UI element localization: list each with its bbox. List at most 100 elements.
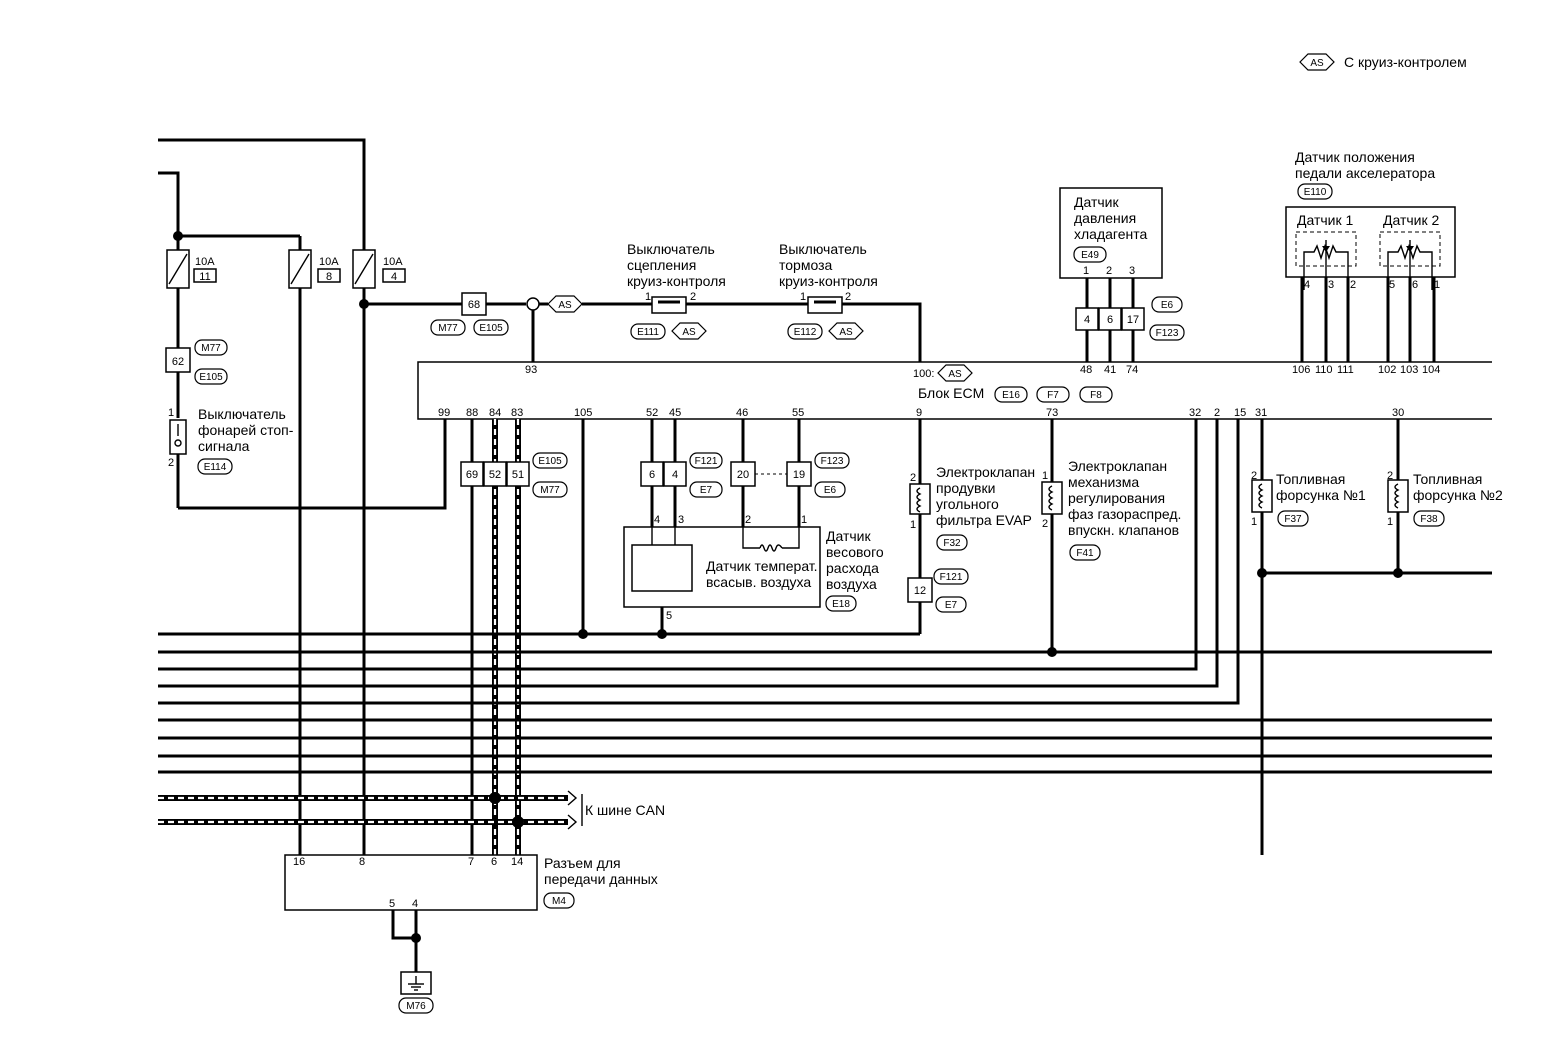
evap-connector: F32: [943, 538, 961, 549]
maf-label-1: Датчик: [826, 528, 871, 544]
mid-tag-m77: M77: [540, 485, 560, 496]
dlc-pin-6: 6: [491, 856, 497, 868]
maf-pin-1: 1: [801, 514, 807, 526]
injector-1: 2 1 Топливная форсунка №1 F37: [1251, 419, 1366, 855]
clutch-switch: Выключатель сцепления круиз-контроля 1 2…: [627, 241, 808, 340]
inj2-connector: F38: [1420, 514, 1438, 525]
refrig-label-3: хладагента: [1074, 226, 1147, 242]
evap-valve: 2 1 12 Электроклапан продувки угольного …: [907, 419, 1035, 634]
maf-term-20: 20: [737, 469, 749, 481]
legend: AS С круиз-контролем: [1299, 53, 1467, 71]
refrig-term-6: 6: [1107, 314, 1113, 326]
ecm-pin-30: 30: [1392, 407, 1404, 419]
clutch-connector: E111: [637, 327, 659, 338]
ecm-pin-15: 15: [1234, 407, 1246, 419]
vvt-pin-2: 2: [1042, 518, 1048, 530]
inj1-label-2: форсунка №1: [1276, 487, 1366, 503]
mid-tag-e105: E105: [538, 456, 562, 467]
maf-pin-5: 5: [666, 610, 672, 622]
maf-inner-2: всасыв. воздуха: [706, 574, 811, 590]
maf-tag-e6: E6: [824, 485, 837, 496]
ecm-pin-105: 105: [574, 407, 592, 419]
maf-tag-f123: F123: [821, 456, 844, 467]
evap-label-1: Электроклапан: [936, 464, 1035, 480]
vvt-label-3: регулирования: [1068, 490, 1165, 506]
junction-tag-e105: E105: [479, 323, 503, 334]
refrigerant-sensor: Датчик давления хладагента E49 1 2 3 4 6…: [1059, 187, 1185, 362]
ecm-top-pin-110: 110: [1315, 364, 1333, 376]
stop-switch-term: 62: [172, 356, 184, 368]
ecm-top-pin-100: 100:: [913, 368, 934, 380]
vvt-label-5: впускн. клапанов: [1068, 522, 1179, 538]
pedal-sub1: Датчик 1: [1297, 212, 1354, 228]
brake-as-tag: AS: [839, 327, 853, 338]
pedal-sub2: Датчик 2: [1383, 212, 1440, 228]
maf-tag-f121: F121: [695, 456, 718, 467]
vvt-label-1: Электроклапан: [1068, 458, 1167, 474]
pedal-label-1: Датчик положения: [1295, 149, 1415, 165]
brake-pin1: 1: [800, 291, 806, 303]
pedal-pin-1: 1: [1434, 279, 1440, 291]
fuse-4-num: 4: [391, 271, 397, 283]
inj2-pin-1: 1: [1387, 516, 1393, 528]
ecm-pin-9: 9: [916, 407, 922, 419]
evap-tag-f121: F121: [940, 572, 963, 583]
refrig-pin3: 3: [1129, 265, 1135, 277]
legend-tag: AS: [1310, 58, 1324, 69]
maf-sensor: 6 4 F121 E7 20 19 F123 E6 4 3 2 1 Датчик…: [581, 419, 884, 634]
evap-label-2: продувки: [936, 480, 995, 496]
vvt-label-4: фаз газораспред.: [1068, 506, 1181, 522]
pedal-pin-6: 6: [1412, 279, 1418, 291]
vvt-pin-1: 1: [1042, 470, 1048, 482]
refrig-connector: E49: [1081, 250, 1099, 261]
clutch-label-3: круиз-контроля: [627, 273, 726, 289]
maf-pin-2: 2: [745, 514, 751, 526]
fuse-11-num: 11: [199, 271, 210, 283]
injector-2: 2 1 Топливная форсунка №2 F38: [1387, 419, 1503, 578]
stop-switch-tag-e105: E105: [199, 372, 223, 383]
power-wires: [158, 138, 526, 855]
evap-term-12: 12: [914, 585, 926, 597]
stop-switch-label-3: сигнала: [198, 438, 250, 454]
brake-switch: Выключатель тормоза круиз-контроля 1 2 E…: [779, 241, 922, 362]
ecm-connector-f7: F7: [1047, 390, 1059, 401]
clutch-label-2: сцепления: [627, 257, 696, 273]
mid-term-69: 69: [466, 469, 478, 481]
ecm-block: 93 100: AS 48 41 74 106 110 111 102 103 …: [417, 361, 1492, 420]
ecm-left-wires: 69 52 51 E105 M77: [460, 419, 568, 855]
stop-switch-label-2: фонарей стоп-: [198, 422, 294, 438]
stop-switch-pin2: 2: [168, 457, 174, 469]
pedal-pin-3: 3: [1328, 279, 1334, 291]
maf-tag-e7: E7: [700, 485, 713, 496]
dlc-pin-7: 7: [468, 856, 474, 868]
ecm-pin-55: 55: [792, 407, 804, 419]
ecm-as-tag: AS: [948, 369, 962, 380]
evap-label-3: угольного: [936, 496, 999, 512]
brake-label-2: тормоза: [779, 257, 833, 273]
fuse-4-rating: 10A: [383, 256, 403, 268]
maf-label-2: весового: [826, 544, 884, 560]
refrig-label-1: Датчик: [1074, 194, 1119, 210]
inj2-label-2: форсунка №2: [1413, 487, 1503, 503]
pedal-label-2: педали акселератора: [1295, 165, 1435, 181]
evap-pin-1: 1: [910, 519, 916, 531]
maf-pin-4: 4: [654, 514, 660, 526]
refrig-tag-f123: F123: [1156, 328, 1179, 339]
ecm-top-pin-106: 106: [1292, 364, 1310, 376]
junction-68-num: 68: [468, 299, 480, 311]
junction-tag-m77: M77: [438, 323, 458, 334]
ecm-top-pin-93: 93: [525, 364, 537, 376]
bus-wires: [158, 629, 1492, 774]
maf-pin-3: 3: [678, 514, 684, 526]
brake-connector: E112: [794, 327, 817, 338]
ecm-pin-52: 52: [646, 407, 658, 419]
brake-pin2: 2: [845, 291, 851, 303]
inj1-connector: F37: [1284, 514, 1302, 525]
ecm-pin-31: 31: [1255, 407, 1267, 419]
refrig-tag-e6: E6: [1161, 300, 1174, 311]
maf-term-6: 6: [649, 469, 655, 481]
fuse-11-rating: 10A: [195, 256, 215, 268]
maf-label-3: расхода: [826, 560, 879, 576]
ecm-top-pin-41: 41: [1104, 364, 1116, 376]
dlc-pin-8: 8: [359, 856, 365, 868]
